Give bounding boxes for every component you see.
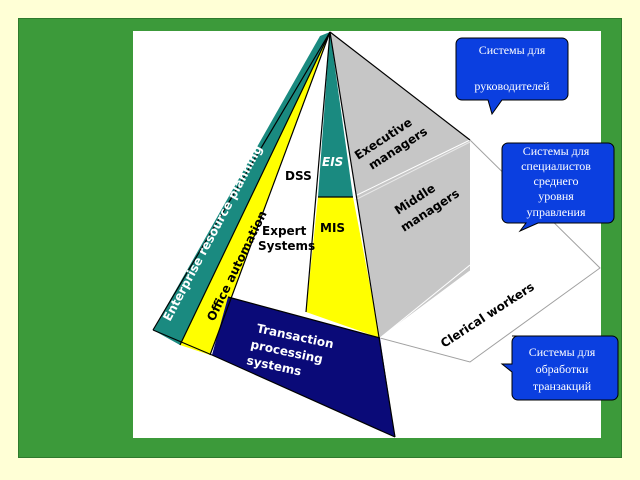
callout-specialists-line4: уровня xyxy=(538,189,574,203)
callout-specialists-line2: специалистов xyxy=(521,159,591,173)
office-layer xyxy=(180,32,330,355)
expert-label-1: Expert xyxy=(262,224,307,238)
mis-label: MIS xyxy=(320,221,345,235)
guide-line-mid xyxy=(354,141,471,201)
callout-specialists-line1: Системы для xyxy=(523,144,590,158)
callout-specialists-line3: среднего xyxy=(534,174,579,188)
erp-layer xyxy=(153,32,330,345)
callout-transactions: Системы для обработки транзакций xyxy=(500,335,619,401)
eis-label: EIS xyxy=(322,155,343,169)
guide-line-level xyxy=(352,139,471,198)
guide-line-2 xyxy=(379,264,471,339)
callout-executives-line1: Системы для xyxy=(479,43,546,57)
expert-label-2: Systems xyxy=(258,239,315,253)
guide-line-low xyxy=(379,270,471,339)
callout-specialists-line5: управления xyxy=(527,205,586,219)
callout-transactions-line2: обработки xyxy=(536,362,589,376)
pyramid-edges xyxy=(152,31,471,438)
dss-label: DSS xyxy=(285,169,312,183)
eis-layer xyxy=(318,32,353,197)
callout-executives: Системы для руководителей xyxy=(455,37,569,116)
gray-face xyxy=(330,32,470,338)
tps-layer xyxy=(212,297,395,437)
callout-transactions-line3: транзакций xyxy=(533,379,592,393)
mis-layer xyxy=(306,197,380,338)
callout-specialists: Системы для специалистов среднего уровня… xyxy=(501,142,615,233)
callout-transactions-line1: Системы для xyxy=(529,345,596,359)
callout-executives-line3: руководителей xyxy=(474,79,550,93)
